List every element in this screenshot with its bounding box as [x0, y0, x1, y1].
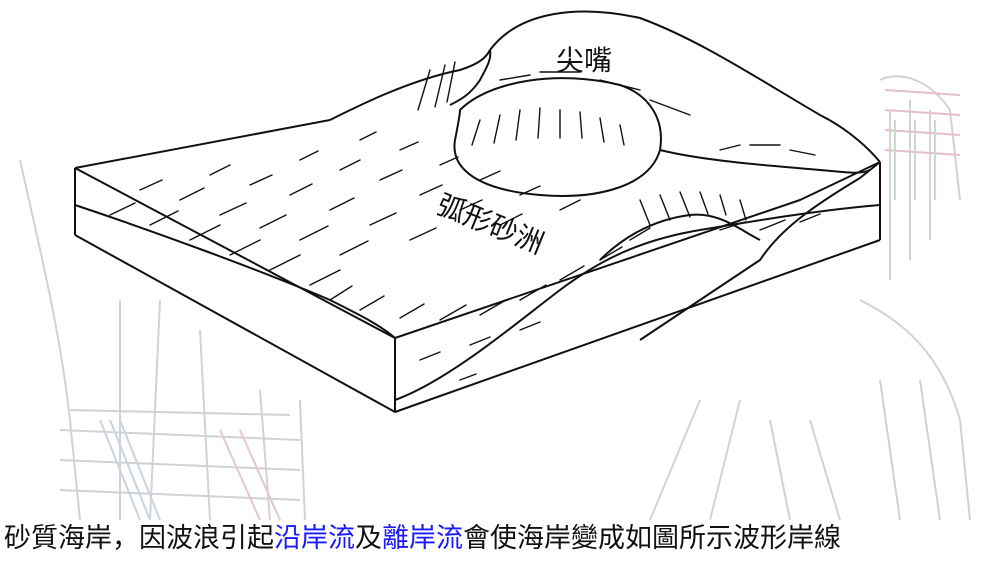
background-sketch-left: [19, 159, 306, 521]
sand-hatching: [109, 61, 821, 381]
background-sketch-right: [649, 75, 971, 521]
crescent-bar-label: 弧形砂洲: [432, 188, 548, 261]
cuspate-point-label: 尖嘴: [556, 44, 612, 77]
caption-term-rip-current[interactable]: 離岸流: [382, 523, 463, 554]
caption-text-1: 砂質海岸，因波浪引起: [4, 523, 274, 554]
caption-text-3: 會使海岸變成如圖所示波形岸線: [463, 523, 841, 554]
caption-text-2: 及: [355, 523, 382, 554]
caption-term-longshore-current[interactable]: 沿岸流: [274, 523, 355, 554]
caption: 砂質海岸，因波浪引起沿岸流及離岸流會使海岸變成如圖所示波形岸線: [4, 519, 990, 559]
